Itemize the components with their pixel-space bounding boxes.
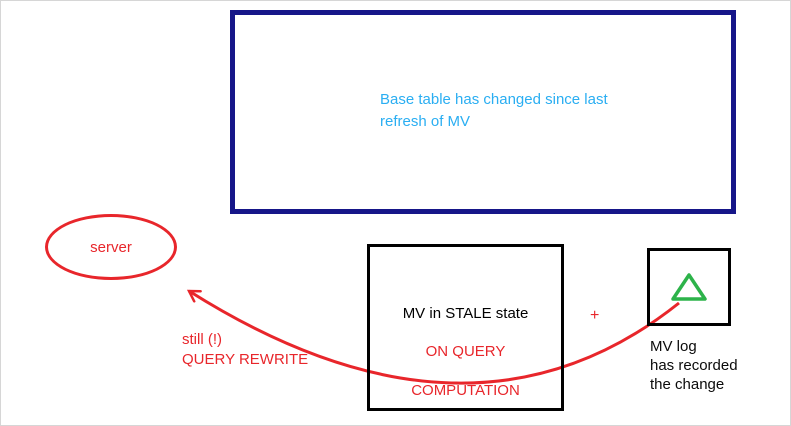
arrow-note-line2: QUERY REWRITE [182,351,309,368]
mv-state-title: MV in STALE state [402,305,529,322]
server-ellipse: server [45,214,177,280]
plus-sign: + [590,307,600,324]
mv-log-caption-line2: has recorded [650,357,738,374]
mv-log-caption-line3: the change [650,376,725,393]
mv-state-box: MV in STALE state ON QUERY COMPUTATION [367,244,564,411]
computation-label: COMPUTATION [411,382,520,399]
mv-log-caption-line1: MV log [650,338,697,355]
arrow-note-line1: still (!) [182,331,222,348]
mv-log-box [647,248,731,326]
base-table-box: Base table has changed since last refres… [230,10,736,214]
on-query-label: ON QUERY [425,343,506,360]
delta-triangle-icon [671,273,707,301]
query-rewrite-annotation: still (!) QUERY REWRITE [182,330,308,370]
mv-log-caption: MV log has recorded the change [650,337,738,394]
base-table-note: Base table has changed since last refres… [380,91,608,130]
server-label: server [90,238,132,256]
